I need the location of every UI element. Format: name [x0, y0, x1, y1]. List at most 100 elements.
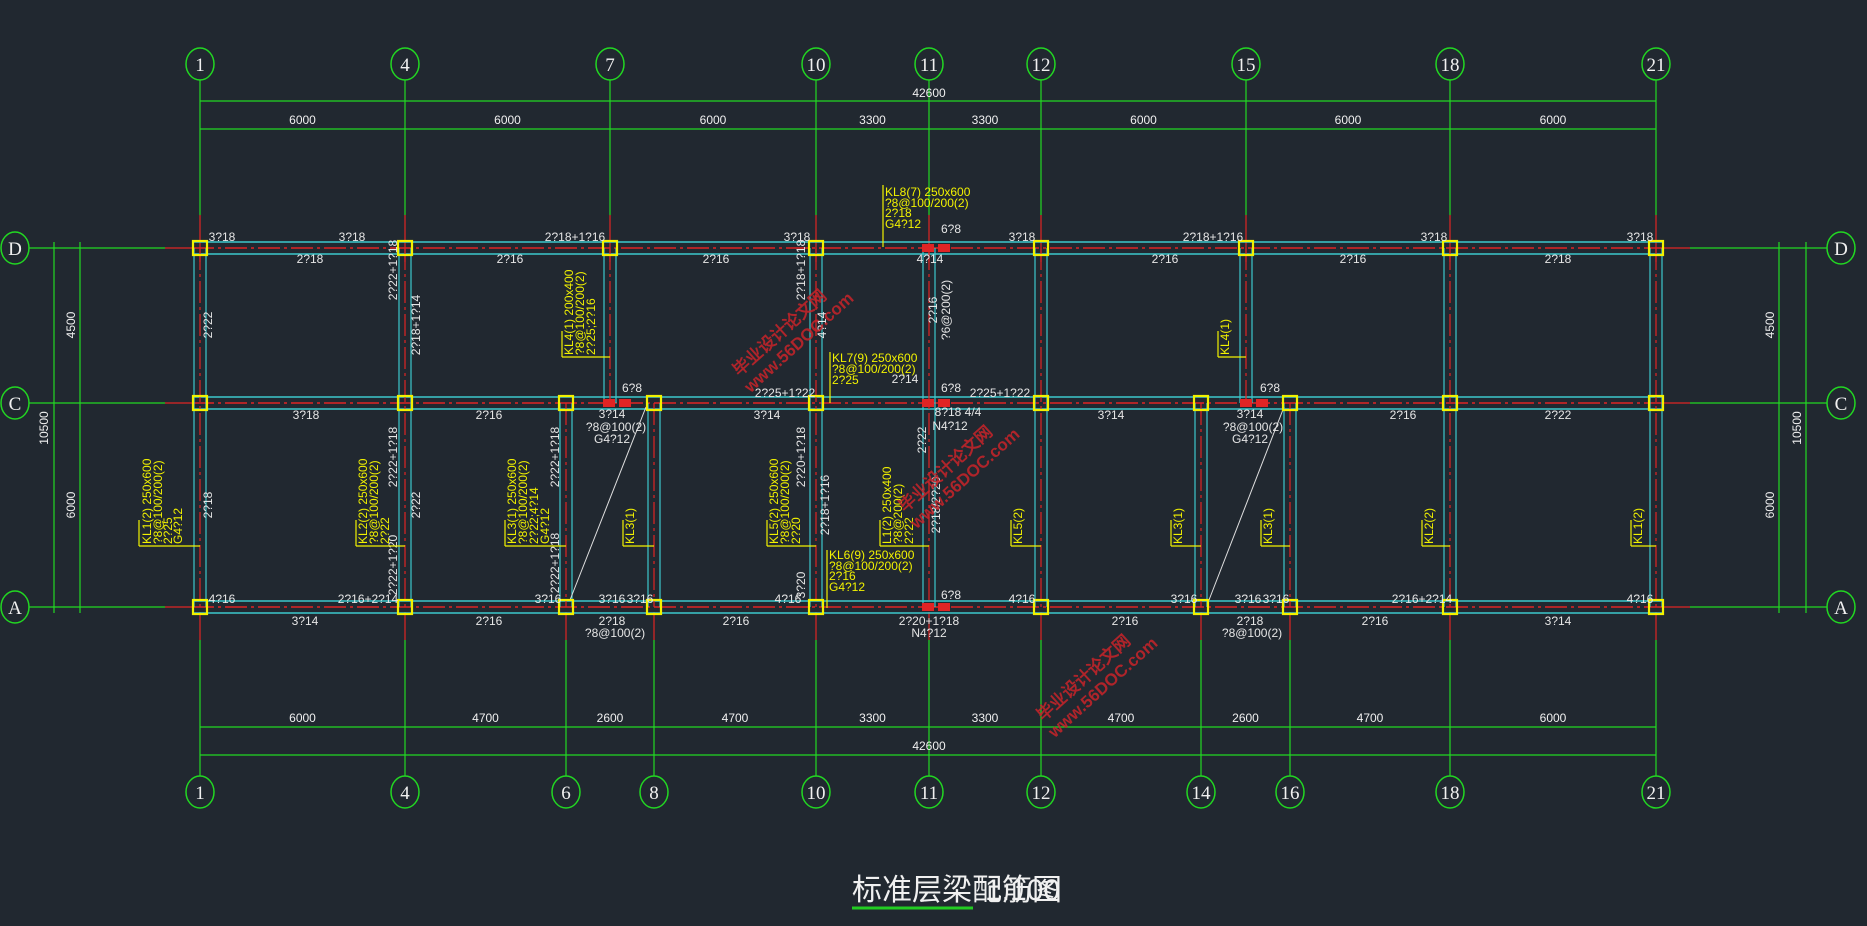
beam-mark-kl1_block: 2?25: [161, 517, 175, 544]
rebar-label: 3?14: [1545, 614, 1572, 628]
dimension-text: 3300: [859, 113, 886, 127]
axis-bubble-bottom-8: [639, 775, 669, 809]
rebar-label: G4?12: [1232, 432, 1268, 446]
axis-label: 18: [1441, 55, 1460, 76]
rebar-label-vertical: 2?18+1?16: [818, 474, 832, 535]
rebar-label: 3?18: [339, 230, 366, 244]
beams: [192, 241, 1664, 614]
beam-mark-kl7_block: 2?25: [832, 373, 859, 387]
rebar-label-vertical: 3?20: [794, 571, 808, 598]
rebar-label-vertical: 2?18+1?18: [794, 239, 808, 300]
beam-mark-simple: KL1(2): [1631, 508, 1645, 544]
axis-bubble-top-4: [390, 47, 420, 81]
rebar-label: 3?16: [1171, 592, 1198, 606]
title-scale: 1:100: [985, 874, 1060, 907]
axis-bubble-top-11: [914, 47, 944, 81]
dimension-text: 42600: [912, 86, 946, 100]
rebar-label: 4?16: [209, 592, 236, 606]
axis-label: A: [8, 598, 22, 619]
column-10D: [807, 239, 825, 257]
rebar-label: 2?20+1?18: [899, 614, 960, 628]
beam-mark-simple: KL3(1): [623, 508, 637, 544]
rebar-label: 2?18+1?16: [545, 230, 606, 244]
dimension-text: 4700: [1357, 711, 1384, 725]
beam-mark-kl3_block: ?8@100/200(2): [516, 460, 530, 544]
rebar-label-vertical: 2?22: [915, 426, 929, 453]
rebar-label: 3?16: [1263, 592, 1290, 606]
dimension-text: 4700: [472, 711, 499, 725]
axis-bubble-top-21: [1641, 47, 1671, 81]
rebar-label-vertical: 2?22: [201, 311, 215, 338]
beam-mark-kl1_block: KL1(2) 250x600: [140, 458, 154, 544]
dimension-text: 2600: [597, 711, 624, 725]
axis-bubble-bottom-4: [390, 775, 420, 809]
dimension-text: 6000: [1335, 113, 1362, 127]
beam-mark-l1_block: ?8@200(2): [891, 484, 905, 544]
axis-label: 7: [605, 55, 615, 76]
axis-bubble-bottom-6: [551, 775, 581, 809]
axis-label: C: [1835, 394, 1848, 415]
dimension-text: 4500: [1763, 311, 1777, 338]
rebar-label: 6?8: [1260, 381, 1280, 395]
rebar-label: 3?14: [1098, 408, 1125, 422]
beam-mark-kl7_block: ?8@100/200(2): [832, 362, 916, 376]
axis-bubble-right-C: [1826, 386, 1856, 420]
rebar-label: 8?18 4/4: [935, 405, 982, 419]
axis-bubble-top-7: [595, 47, 625, 81]
rebar-label: N4?12: [911, 626, 947, 640]
rebar-label: 2?16: [703, 252, 730, 266]
column-1A: [191, 598, 209, 616]
opening-reinforcement: [1240, 399, 1252, 407]
beam-mark-simple: KL3(1): [1171, 508, 1185, 544]
axis-label: 15: [1237, 55, 1256, 76]
beam-mark-kl6_block: G4?12: [829, 580, 865, 594]
axis-label: 11: [920, 55, 938, 76]
column-14C: [1192, 394, 1210, 412]
column-18C: [1441, 394, 1459, 412]
rebar-label: 6?8: [941, 222, 961, 236]
axis-label: 10: [807, 55, 826, 76]
axis-bubble-bottom-11: [914, 775, 944, 809]
beam-mark-kl8_block: ?8@100/200(2): [885, 196, 969, 210]
axis-label: 4: [400, 55, 410, 76]
rebar-label: 4?16: [1009, 592, 1036, 606]
axis-label: 6: [561, 783, 571, 804]
rebar-label: 4?16: [775, 592, 802, 606]
axis-label: D: [1834, 239, 1848, 260]
beam-mark-kl5_block: ?8@100/200(2): [778, 460, 792, 544]
axis-label: 1: [195, 55, 205, 76]
axis-label: 12: [1032, 783, 1051, 804]
opening-reinforcement: [938, 603, 950, 611]
rebar-label-vertical: ?6@200(2): [939, 280, 953, 340]
axis-bubble-bottom-12: [1026, 775, 1056, 809]
rebar-label: 2?18: [1545, 252, 1572, 266]
beam-mark-kl7_block: KL7(9) 250x600: [832, 351, 918, 365]
axis-bubble-right-D: [1826, 231, 1856, 265]
rebar-label: 2?14: [892, 372, 919, 386]
rebar-label-vertical: 2?16: [926, 296, 940, 323]
axis-label: 14: [1192, 783, 1212, 804]
beam-mark-kl3_block: G4?12: [538, 508, 552, 544]
beam-mark-kl8_block: 2?18: [885, 206, 912, 220]
dimension-text: 4700: [1108, 711, 1135, 725]
rebar-label: 2?25+1?22: [970, 386, 1031, 400]
column-15D: [1237, 239, 1255, 257]
dimension-text: 6000: [289, 113, 316, 127]
beam-mark-kl1_block: ?8@100/200(2): [151, 460, 165, 544]
rebar-label-vertical: 2?22+1?18: [386, 426, 400, 487]
rebar-label: 3?16: [1235, 592, 1262, 606]
beam-mark-kl6_block: ?8@100/200(2): [829, 559, 913, 573]
column-12D: [1032, 239, 1050, 257]
beam-mark-l1_block: 2?22: [902, 517, 916, 544]
column-8C: [645, 394, 663, 412]
opening-reinforcement: [603, 399, 615, 407]
column-18A: [1441, 598, 1459, 616]
rebar-label: 3?14: [599, 407, 626, 421]
rebar-label: 2?16: [1390, 408, 1417, 422]
beam-mark-kl4_block: ?8@100/200(2): [573, 271, 587, 355]
opening-reinforcement: [619, 399, 631, 407]
